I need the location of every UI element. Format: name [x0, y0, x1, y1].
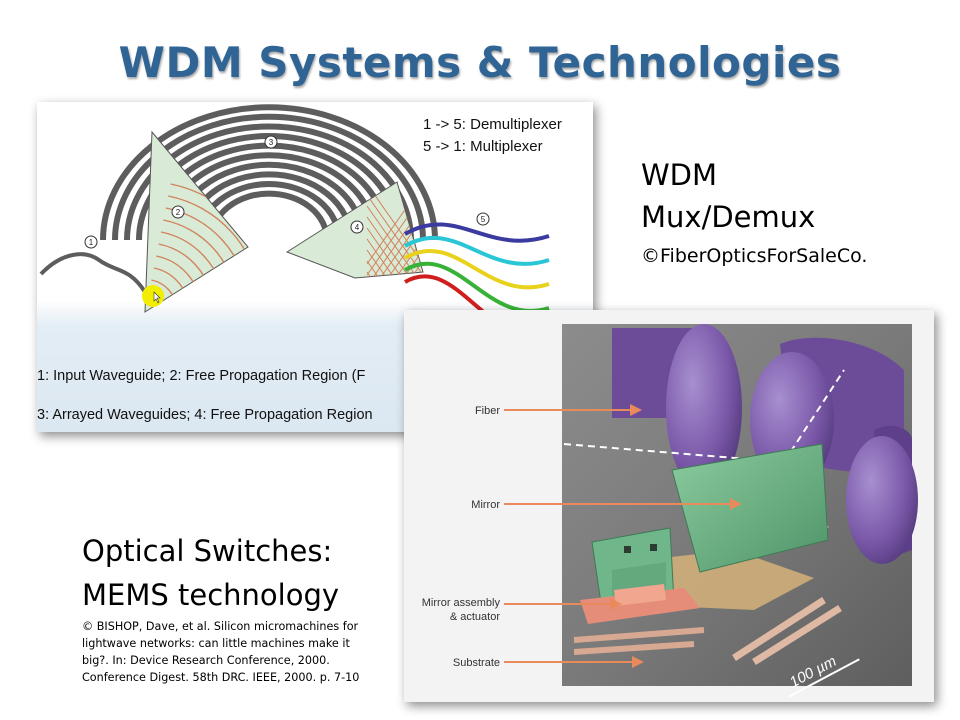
- citation-line-4: Conference Digest. 58th DRC. IEEE, 2000.…: [82, 671, 360, 684]
- wdm-diagram: 1 2 3 4 5: [37, 102, 593, 432]
- fan-line: [366, 238, 423, 278]
- svg-text:1: 1: [89, 238, 94, 247]
- marker-3: 3: [264, 135, 278, 149]
- arrayed-waveguide-arc: [112, 113, 426, 241]
- input-waveguide: [39, 252, 147, 294]
- fan-line: [366, 249, 423, 278]
- label-arrows: [504, 404, 742, 668]
- substrate-rail-3: [732, 597, 826, 661]
- mems-image-panel: 100 µm Fiber Mirror Mirror assembly & ac…: [404, 310, 934, 702]
- actuator-hinges: [614, 584, 666, 606]
- citation: © BISHOP, Dave, et al. Silicon micromach…: [82, 618, 367, 686]
- output-waveguide: [404, 249, 550, 290]
- mirror-actuator: [580, 588, 700, 624]
- substrate-rail-1: [573, 627, 705, 643]
- cursor-highlight: [142, 285, 164, 307]
- arrow-head: [730, 498, 742, 510]
- wdm-diagram-panel: 1 2 3 4 5 1 -> 5: Demultiplexer 5 -> 1: Mult…: [37, 102, 593, 432]
- arrow-head: [632, 656, 644, 668]
- substrate-rail-2: [573, 641, 695, 655]
- label-mirror-assembly: Mirror assembly & actuator: [421, 597, 500, 623]
- free-propagation-region-2: [144, 130, 249, 313]
- label-fiber: Fiber: [474, 405, 500, 417]
- citation-line-1: © BISHOP, Dave, et al. Silicon micromach…: [82, 620, 359, 633]
- svg-text:2: 2: [176, 208, 181, 217]
- arrow-head: [610, 598, 622, 610]
- diagram-markers: 1 2 3 4 5: [84, 135, 490, 249]
- wdm-label: WDM: [641, 158, 718, 192]
- marker-4: 4: [350, 220, 364, 234]
- substrate-rail-4: [752, 605, 842, 665]
- caption-line-1: 1: Input Waveguide; 2: Free Propagation …: [37, 368, 366, 384]
- mems-illustration: 100 µm: [404, 310, 934, 702]
- marker-2: 2: [171, 205, 185, 219]
- label-substrate: Substrate: [452, 657, 500, 669]
- caption-line-2: 3: Arrayed Waveguides; 4: Free Propagati…: [37, 407, 373, 423]
- citation-line-3: big?. In: Device Research Conference, 20…: [82, 654, 330, 667]
- label-mirror: Mirror: [471, 499, 500, 511]
- arrayed-waveguide-arc: [100, 104, 438, 241]
- cursor-icon: [153, 291, 161, 304]
- fan-arc: [168, 195, 248, 301]
- mux-demux-label: Mux/Demux: [641, 200, 816, 234]
- citation-line-2: lightwave networks: can little machines …: [82, 637, 350, 650]
- legend-demultiplexer: 1 -> 5: Demultiplexer: [423, 116, 562, 133]
- output-waveguide: [404, 222, 550, 243]
- marker-5: 5: [476, 212, 490, 226]
- mems-technology-label: MEMS technology: [82, 578, 340, 612]
- marker-1: 1: [84, 235, 98, 249]
- optical-switches-label: Optical Switches:: [82, 534, 333, 568]
- svg-text:4: 4: [355, 223, 360, 232]
- arrow-head: [630, 404, 642, 416]
- fan-line: [366, 249, 423, 278]
- output-waveguide: [404, 235, 550, 266]
- wdm-credit: ©FiberOpticsForSaleCo.: [641, 245, 868, 267]
- fan-line: [366, 260, 423, 278]
- svg-text:3: 3: [269, 138, 274, 147]
- svg-text:5: 5: [481, 215, 486, 224]
- legend-multiplexer: 5 -> 1: Multiplexer: [423, 138, 543, 155]
- slide-title: WDM Systems & Technologies: [118, 38, 842, 87]
